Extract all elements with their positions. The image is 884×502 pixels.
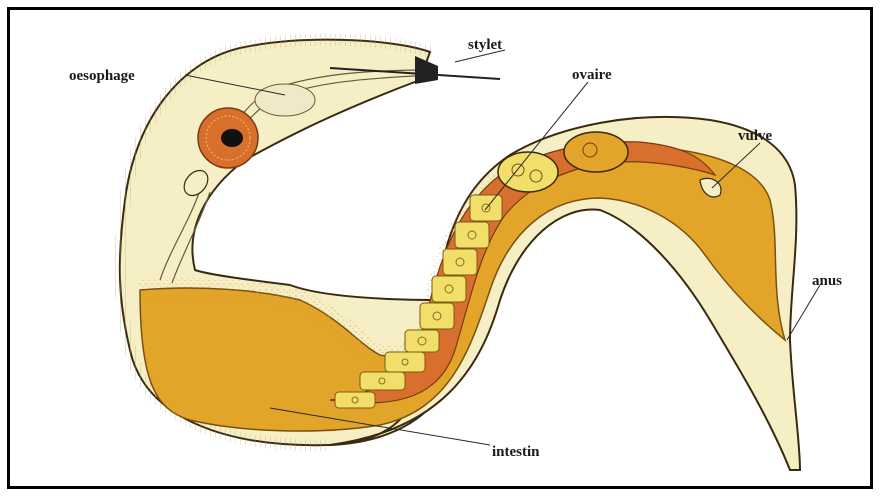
label-anus: anus bbox=[812, 273, 842, 289]
label-intestin: intestin bbox=[492, 444, 540, 460]
label-oesophage: oesophage bbox=[69, 68, 135, 84]
median-bulb bbox=[198, 108, 258, 168]
label-stylet: stylet bbox=[468, 37, 502, 53]
label-vulve: vulve bbox=[738, 128, 773, 144]
label-ovaire: ovaire bbox=[572, 67, 612, 83]
